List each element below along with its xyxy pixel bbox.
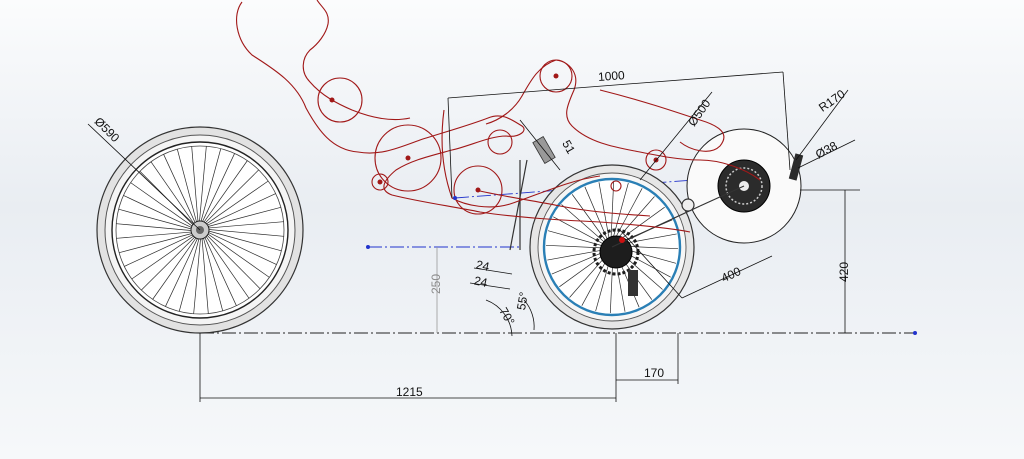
svg-text:51: 51 bbox=[559, 138, 578, 157]
dim-angles: 70° 55° bbox=[485, 291, 535, 337]
spoke bbox=[546, 244, 608, 249]
frame bbox=[509, 159, 745, 251]
dim-bb: Ø38 bbox=[797, 138, 856, 169]
spoke bbox=[116, 231, 196, 239]
seat-ref-point bbox=[366, 245, 370, 249]
front-spokes bbox=[116, 146, 284, 314]
spoke bbox=[612, 188, 643, 243]
spoke bbox=[203, 233, 250, 299]
spoke bbox=[193, 234, 202, 314]
svg-text:250: 250 bbox=[429, 274, 443, 294]
spoke bbox=[551, 249, 609, 275]
svg-text:24: 24 bbox=[473, 273, 489, 290]
spoke bbox=[165, 234, 200, 307]
dim-seat-to-axle: 1000 bbox=[447, 68, 791, 199]
cassette bbox=[599, 235, 633, 269]
svg-text:420: 420 bbox=[837, 262, 851, 282]
spoke bbox=[116, 223, 196, 232]
spoke bbox=[176, 149, 198, 226]
chainring bbox=[686, 128, 804, 244]
spoke bbox=[203, 193, 276, 228]
spoke bbox=[204, 229, 282, 252]
spoke bbox=[123, 195, 196, 230]
spoke bbox=[204, 231, 270, 278]
svg-text:1215: 1215 bbox=[396, 385, 423, 399]
spoke bbox=[547, 230, 608, 248]
svg-text:Ø500: Ø500 bbox=[685, 96, 713, 128]
pedal bbox=[788, 153, 804, 181]
spoke bbox=[611, 182, 629, 243]
spoke bbox=[163, 154, 198, 227]
spoke bbox=[199, 148, 222, 226]
dim-frame-offsets: 24 24 bbox=[469, 257, 513, 290]
svg-text:R170: R170 bbox=[816, 87, 848, 115]
spoke bbox=[204, 228, 284, 237]
spoke bbox=[198, 146, 207, 226]
spoke bbox=[118, 208, 196, 231]
spoke bbox=[201, 160, 248, 226]
svg-text:400: 400 bbox=[719, 264, 743, 285]
spoke bbox=[202, 169, 259, 226]
spoke bbox=[204, 206, 281, 228]
spoke bbox=[150, 161, 197, 227]
rear-spokes bbox=[546, 181, 678, 313]
svg-text:Ø38: Ø38 bbox=[813, 138, 840, 161]
svg-text:170: 170 bbox=[644, 366, 664, 380]
spoke bbox=[141, 234, 198, 291]
spoke bbox=[202, 234, 224, 311]
spoke bbox=[119, 232, 196, 254]
svg-text:1000: 1000 bbox=[598, 68, 626, 84]
spoke bbox=[613, 196, 655, 243]
spoke bbox=[204, 230, 277, 265]
dim-seat-offset: 51 bbox=[519, 119, 578, 171]
ground-point bbox=[913, 331, 917, 335]
svg-text:Ø590: Ø590 bbox=[92, 114, 123, 145]
spoke bbox=[561, 204, 608, 246]
dim-wheelbase: 1215 bbox=[199, 333, 617, 402]
spoke bbox=[547, 248, 608, 261]
spoke bbox=[191, 146, 199, 226]
derailleur bbox=[628, 270, 638, 296]
spoke bbox=[202, 233, 237, 306]
spoke bbox=[131, 233, 197, 280]
spoke bbox=[200, 153, 235, 226]
spoke bbox=[203, 180, 269, 227]
svg-text:24: 24 bbox=[475, 257, 491, 274]
spoke bbox=[130, 182, 196, 229]
dim-bb-height: 420 bbox=[800, 189, 860, 333]
svg-text:55°: 55° bbox=[514, 291, 531, 312]
spoke bbox=[204, 232, 261, 289]
dim-seat-height: 250 bbox=[429, 247, 443, 333]
spoke bbox=[124, 232, 197, 267]
spoke bbox=[204, 221, 284, 229]
dim-rear-offset: 170 bbox=[615, 333, 679, 384]
spoke bbox=[178, 234, 201, 312]
spoke bbox=[152, 234, 199, 300]
spoke bbox=[201, 234, 209, 314]
